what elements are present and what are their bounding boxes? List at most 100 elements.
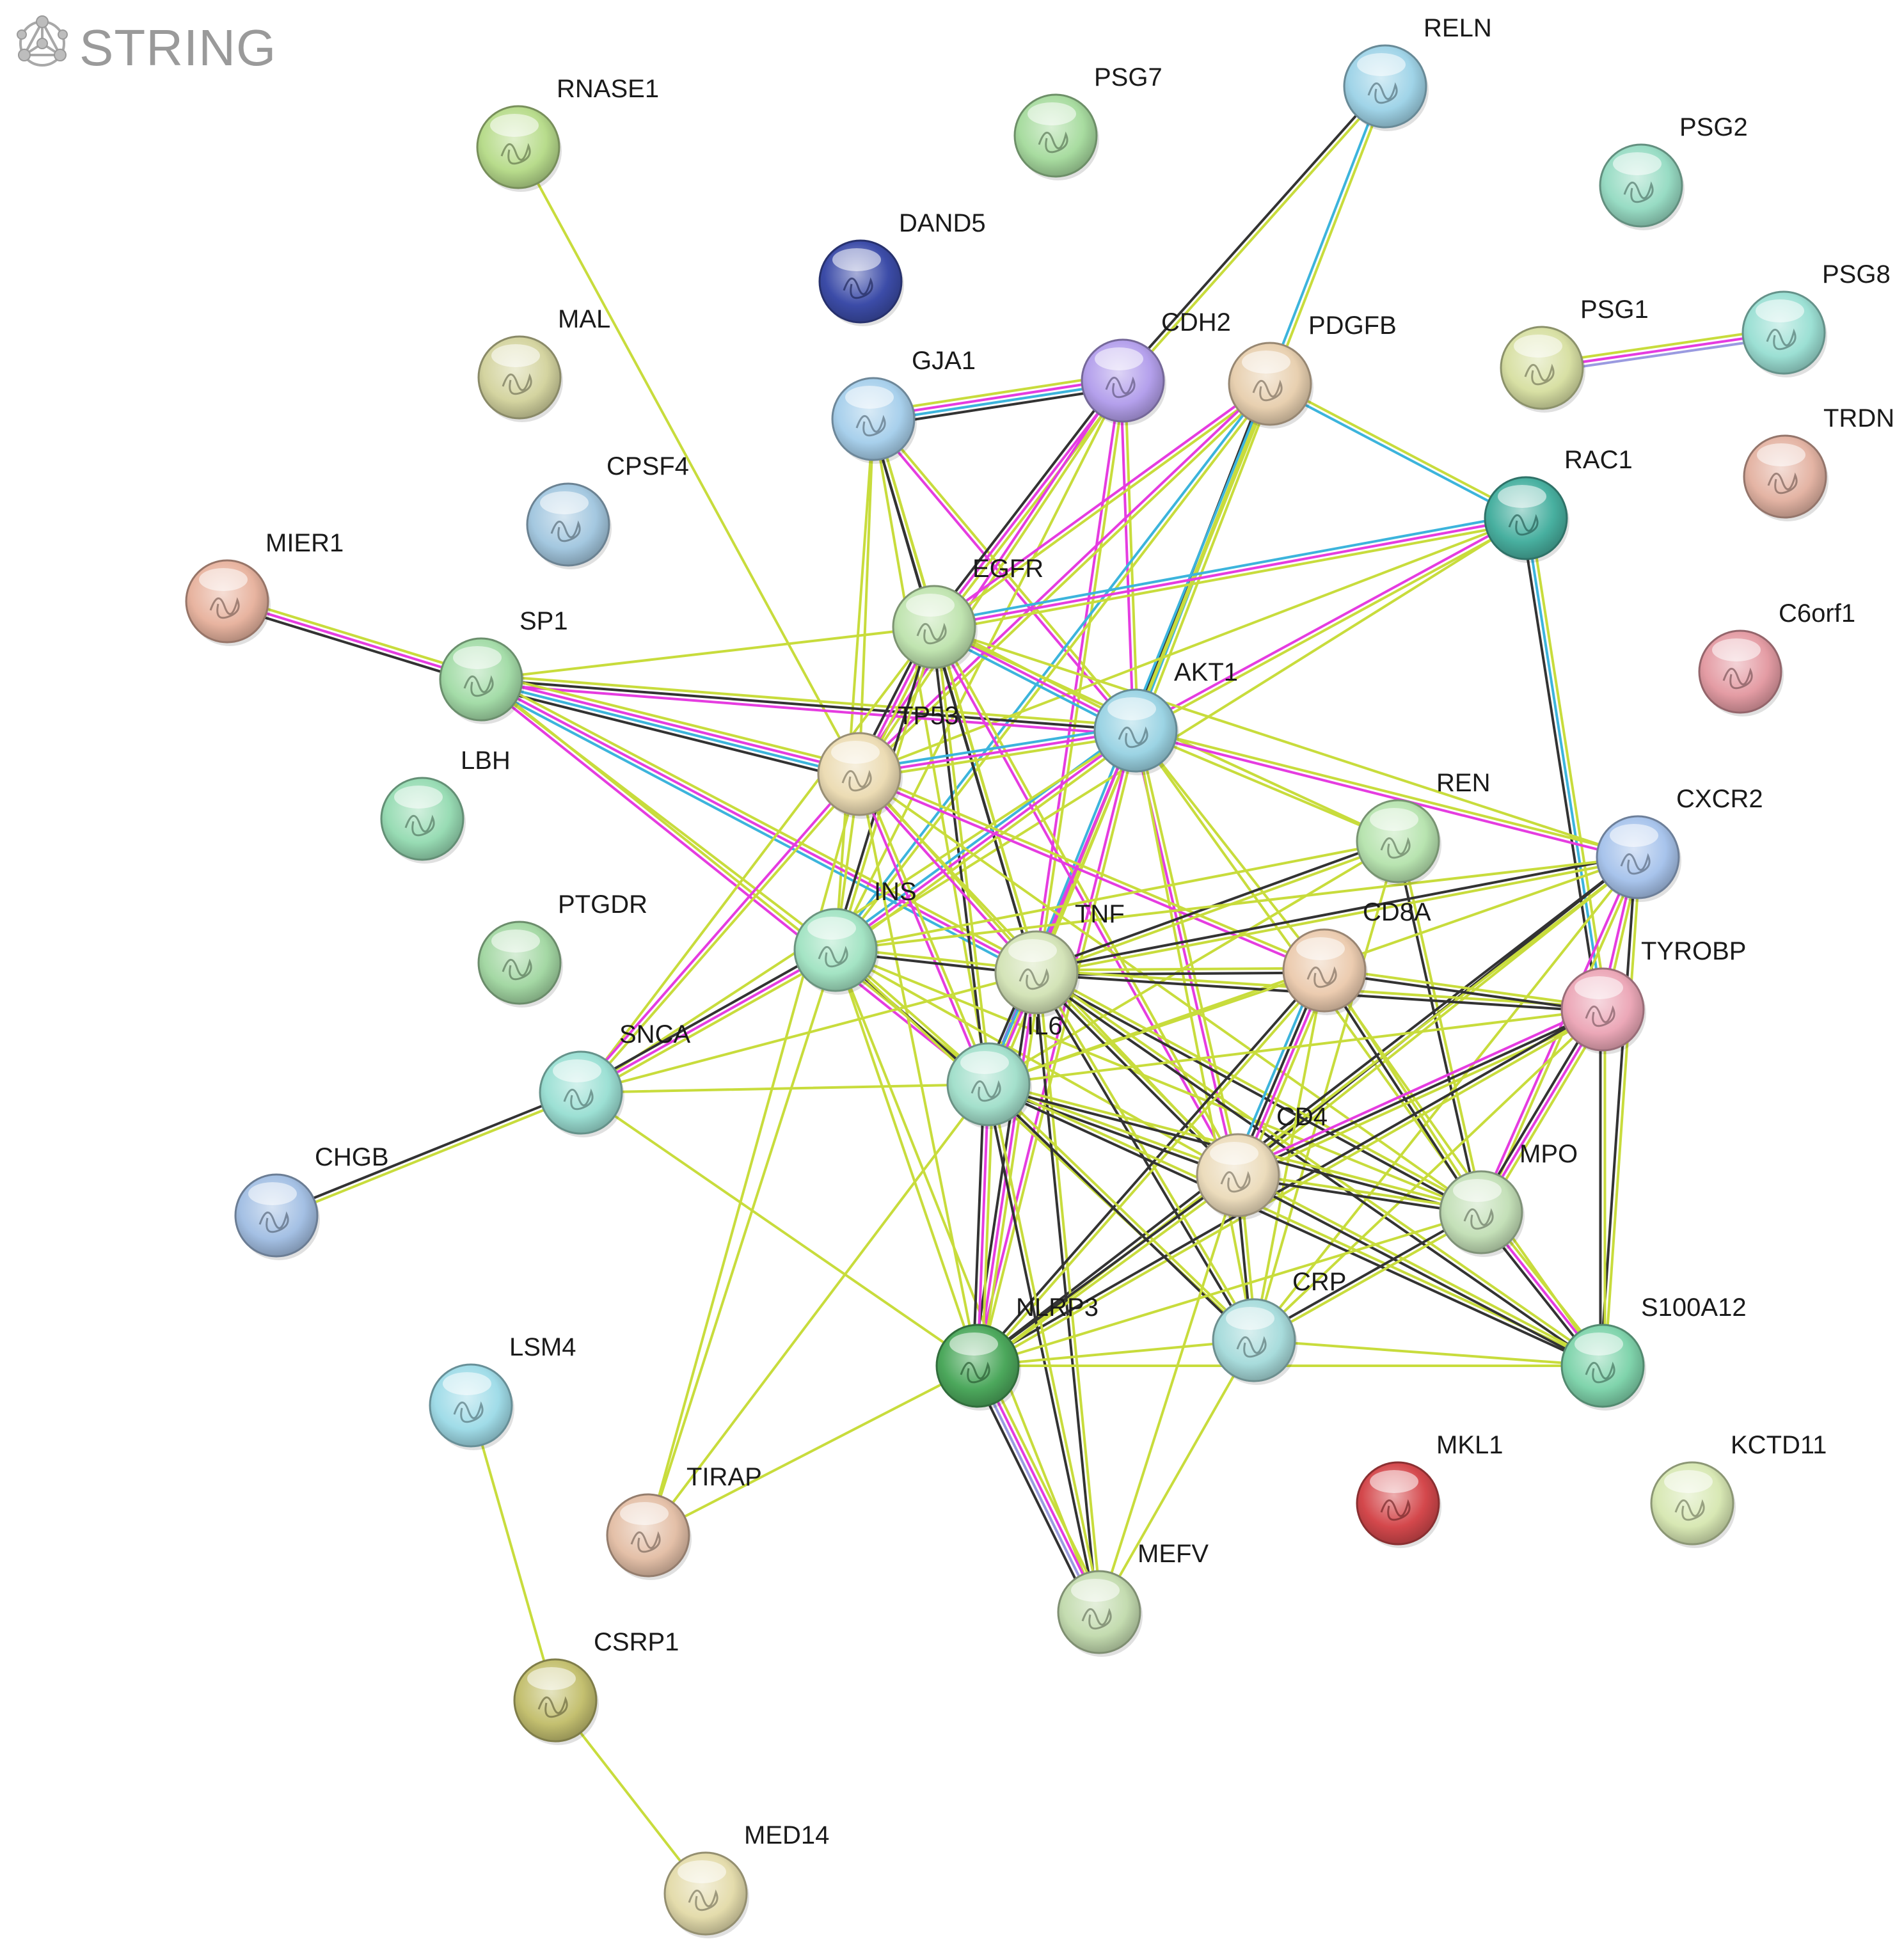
- edge-tnf-nlrp3-textmining[interactable]: [980, 972, 1042, 1368]
- edge-pdgfb-egfr-experiments[interactable]: [931, 381, 1270, 627]
- edge-cd8a-nlrp3-coexpression[interactable]: [974, 967, 1324, 1366]
- node-sphere[interactable]: [1439, 1170, 1523, 1254]
- node-ptgdr[interactable]: PTGDR: [477, 890, 647, 1008]
- edge-ins-tirap-textmining[interactable]: [647, 949, 837, 1537]
- edge-rac1-tyrobp-coexpression[interactable]: [1520, 518, 1600, 1012]
- node-trdn[interactable]: TRDN: [1743, 404, 1894, 521]
- edge-nlrp3-tirap-textmining[interactable]: [647, 1365, 979, 1537]
- edge-akt1-cxcr2-textmining[interactable]: [1134, 727, 1640, 857]
- node-sphere[interactable]: [477, 335, 562, 420]
- node-sphere[interactable]: [892, 585, 976, 669]
- node-sphere[interactable]: [1282, 928, 1367, 1013]
- node-cpsf4[interactable]: CPSF4: [526, 452, 689, 569]
- node-tyrobp[interactable]: TYROBP: [1560, 937, 1746, 1054]
- edge-cxcr2-nlrp3-coexpression[interactable]: [974, 854, 1638, 1366]
- edge-ins-mefv-textmining[interactable]: [834, 949, 1100, 1613]
- node-sphere[interactable]: [1560, 967, 1645, 1052]
- edge-cxcr2-s100a12-coexpression[interactable]: [1599, 855, 1637, 1367]
- edge-mpo-crp-coexpression[interactable]: [1251, 1208, 1482, 1340]
- edge-crp-mefv-textmining[interactable]: [1098, 1339, 1255, 1613]
- edge-cdh2-akt1-experiments[interactable]: [1119, 379, 1135, 732]
- node-sphere[interactable]: [476, 105, 560, 189]
- edge-il6-mefv-textmining[interactable]: [989, 1082, 1103, 1613]
- edge-cd4-nlrp3-coexpression[interactable]: [974, 1172, 1238, 1366]
- edge-tp53-snca-textmining[interactable]: [581, 774, 862, 1096]
- edge-akt1-tp53-textmining[interactable]: [859, 733, 1138, 780]
- node-sphere[interactable]: [1698, 629, 1782, 714]
- edge-tnf-s100a12-coexpression[interactable]: [1034, 972, 1603, 1369]
- edge-crp-nlrp3-textmining[interactable]: [976, 1339, 1255, 1367]
- edge-cdh2-ins-textmining[interactable]: [834, 379, 1124, 951]
- node-sphere[interactable]: [1081, 338, 1165, 423]
- edge-rac1-tyrobp-database[interactable]: [1525, 517, 1604, 1011]
- edge-sp1-tnf-textmining[interactable]: [482, 674, 1040, 970]
- node-sphere[interactable]: [1057, 1570, 1141, 1654]
- edge-akt1-nlrp3-textmining[interactable]: [978, 729, 1139, 1368]
- edge-cxcr2-ins-textmining[interactable]: [834, 856, 1639, 951]
- edge-ren-tnf-textmining[interactable]: [1036, 842, 1400, 976]
- node-crp[interactable]: CRP: [1212, 1268, 1346, 1385]
- edge-mpo-crp-textmining[interactable]: [1253, 1213, 1484, 1344]
- edge-pdgfb-akt1-textmining[interactable]: [1138, 384, 1276, 734]
- edge-tyrobp-il6-textmining[interactable]: [987, 1008, 1604, 1086]
- node-rac1[interactable]: RAC1: [1484, 446, 1633, 563]
- edge-nlrp3-mefv-experiments[interactable]: [978, 1363, 1103, 1613]
- edge-sp1-tp53-coexpression[interactable]: [478, 684, 859, 782]
- edge-rac1-egfr-experiments[interactable]: [933, 517, 1527, 628]
- node-sphere[interactable]: [831, 377, 916, 461]
- edge-pdgfb-tp53-experiments[interactable]: [856, 381, 1270, 774]
- edge-gja1-cdh2-database[interactable]: [872, 381, 1125, 423]
- edge-sp1-akt1-textmining[interactable]: [480, 674, 1138, 728]
- edge-ren-ins-textmining[interactable]: [834, 840, 1399, 951]
- node-lbh[interactable]: LBH: [380, 747, 511, 864]
- edge-akt1-cxcr2-experiments[interactable]: [1134, 731, 1639, 861]
- edge-tp53-il6-experiments[interactable]: [855, 773, 988, 1087]
- node-sphere[interactable]: [1356, 799, 1440, 883]
- edge-gja1-akt1-experiments[interactable]: [870, 419, 1136, 734]
- edge-cd4-s100a12-coexpression[interactable]: [1235, 1176, 1603, 1370]
- node-sphere[interactable]: [1093, 688, 1178, 773]
- node-sphere[interactable]: [946, 1042, 1031, 1127]
- edge-rac1-akt1-experiments[interactable]: [1133, 514, 1527, 730]
- node-sphere[interactable]: [439, 637, 523, 722]
- node-sphere[interactable]: [1741, 290, 1826, 375]
- edge-pdgfb-rac1-database[interactable]: [1267, 384, 1527, 522]
- node-akt1[interactable]: AKT1: [1093, 658, 1238, 775]
- edge-tp53-cd8a-experiments[interactable]: [857, 775, 1325, 974]
- edge-pdgfb-rac1-textmining[interactable]: [1269, 380, 1528, 518]
- node-psg2[interactable]: PSG2: [1599, 113, 1748, 230]
- edge-ins-cd4-textmining[interactable]: [834, 949, 1239, 1176]
- node-sphere[interactable]: [1650, 1461, 1734, 1546]
- edge-sp1-akt1-coexpression[interactable]: [480, 678, 1137, 732]
- edge-mier1-sp1-textmining[interactable]: [227, 596, 484, 677]
- edge-gja1-cdh2-textmining[interactable]: [871, 372, 1123, 414]
- edge-ins-snca-experiments[interactable]: [580, 949, 837, 1094]
- node-dand5[interactable]: DAND5: [818, 209, 986, 326]
- node-sphere[interactable]: [663, 1851, 748, 1936]
- edge-tyrobp-nlrp3-textmining[interactable]: [977, 1010, 1605, 1370]
- node-c6orf1[interactable]: C6orf1: [1698, 599, 1855, 716]
- edge-tnf-nlrp3-experiments[interactable]: [976, 971, 1038, 1367]
- node-kctd11[interactable]: KCTD11: [1650, 1431, 1827, 1548]
- node-cxcr2[interactable]: CXCR2: [1596, 785, 1763, 902]
- edge-mier1-sp1-coexpression[interactable]: [224, 604, 481, 685]
- node-sphere[interactable]: [1212, 1298, 1296, 1382]
- edge-il6-nlrp3-experiments[interactable]: [976, 1083, 990, 1367]
- node-mal[interactable]: MAL: [477, 305, 610, 422]
- edge-cd8a-tyrobp-coexpression[interactable]: [1322, 971, 1604, 1013]
- edge-cd4-s100a12-textmining[interactable]: [1237, 1171, 1605, 1365]
- edge-cxcr2-tnf-coexpression[interactable]: [1035, 853, 1639, 972]
- edge-tp53-nlrp3-textmining[interactable]: [858, 773, 979, 1367]
- edge-cxcr2-cd4-textmining[interactable]: [1238, 857, 1641, 1178]
- node-lsm4[interactable]: LSM4: [429, 1333, 576, 1450]
- node-pdgfb[interactable]: PDGFB: [1228, 312, 1397, 429]
- node-tirap[interactable]: TIRAP: [606, 1463, 762, 1580]
- edge-rnase1-tp53-textmining[interactable]: [517, 146, 861, 775]
- node-sphere[interactable]: [793, 908, 878, 992]
- edge-egfr-il6-coexpression[interactable]: [930, 626, 988, 1086]
- edge-il6-s100a12-coexpression[interactable]: [986, 1085, 1603, 1370]
- edge-reln-cdh2-coexpression[interactable]: [1120, 83, 1385, 381]
- node-sphere[interactable]: [380, 777, 464, 861]
- edge-cxcr2-s100a12-textmining[interactable]: [1603, 856, 1642, 1368]
- edge-egfr-snca-textmining[interactable]: [580, 626, 935, 1094]
